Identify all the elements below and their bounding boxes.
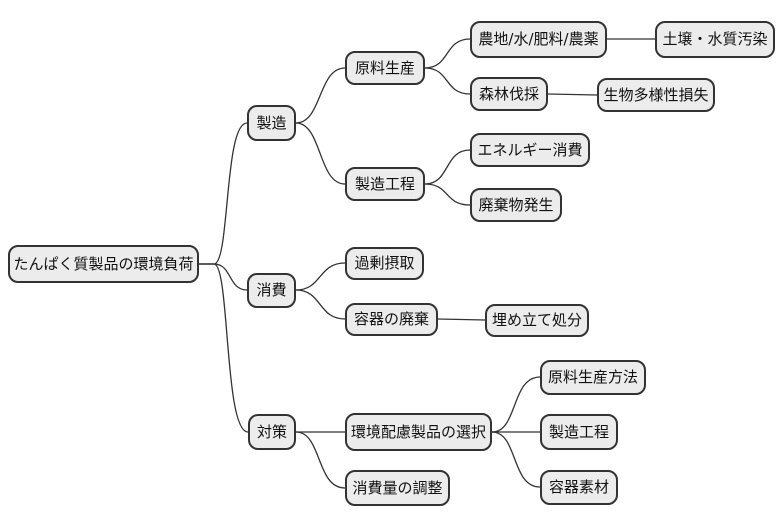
node-waste-generation: 廃棄物発生 [470, 188, 562, 222]
node-landfill-disposal: 埋め立て処分 [485, 304, 589, 337]
edge-process-waste [424, 183, 471, 206]
edge-eco-raw-material-method [491, 376, 541, 433]
node-container-material: 容器素材 [540, 470, 618, 505]
edge-process-energy [424, 149, 471, 185]
edge-root-consumption [199, 263, 248, 291]
node-energy-consumption: エネルギー消費 [470, 133, 590, 167]
node-soil-water-pollution: 土壌・水質汚染 [655, 21, 775, 58]
node-consumption-adjustment: 消費量の調整 [345, 470, 450, 506]
edge-eco-container-material [491, 431, 541, 488]
node-consumption: 消費 [247, 273, 296, 308]
node-container-disposal: 容器の廃棄 [345, 303, 438, 336]
edge-root-countermeasures [199, 263, 249, 433]
node-manufacturing-process-2: 製造工程 [540, 414, 618, 450]
edge-manufacturing-raw-material [295, 67, 346, 124]
edge-manufacturing-process [295, 122, 346, 185]
edge-consumption-overconsumption [295, 262, 346, 291]
node-root: たんぱく質製品の環境負荷 [8, 245, 199, 283]
edge-root-manufacturing [199, 122, 248, 265]
node-biodiversity-loss: 生物多様性損失 [597, 78, 715, 112]
node-deforestation: 森林伐採 [470, 77, 548, 111]
edge-raw-material-farmland [424, 38, 471, 69]
node-manufacturing: 製造 [247, 105, 296, 141]
node-eco-friendly-product-selection: 環境配慮製品の選択 [345, 413, 492, 451]
edge-raw-material-deforestation [424, 67, 471, 95]
node-raw-material-production-method: 原料生産方法 [540, 360, 646, 395]
edge-container-landfill [437, 318, 486, 321]
edge-countermeasures-adjustment [295, 431, 346, 489]
node-raw-material-production: 原料生産 [345, 51, 425, 85]
edge-consumption-container-disposal [295, 289, 346, 320]
node-countermeasures: 対策 [248, 414, 296, 450]
node-manufacturing-process: 製造工程 [345, 167, 425, 201]
node-overconsumption: 過剰摂取 [345, 247, 424, 280]
edge-deforestation-biodiversity [547, 93, 598, 96]
node-farmland-water-fertilizer-pesticide: 農地/水/肥料/農薬 [470, 21, 607, 58]
